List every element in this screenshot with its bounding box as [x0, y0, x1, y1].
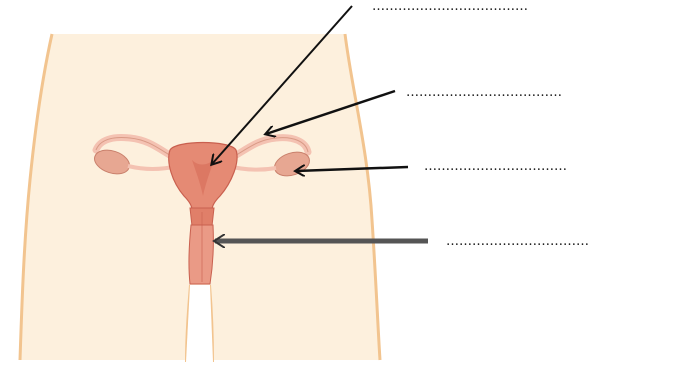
label-blank-2: ……………………………… — [406, 86, 562, 100]
label-blank-1: ……………………………… — [372, 0, 528, 14]
label-blank-4: …………………………… — [446, 235, 589, 249]
vagina — [189, 225, 213, 284]
label-blank-3: …………………………… — [424, 160, 567, 174]
thigh-gap — [186, 285, 213, 362]
